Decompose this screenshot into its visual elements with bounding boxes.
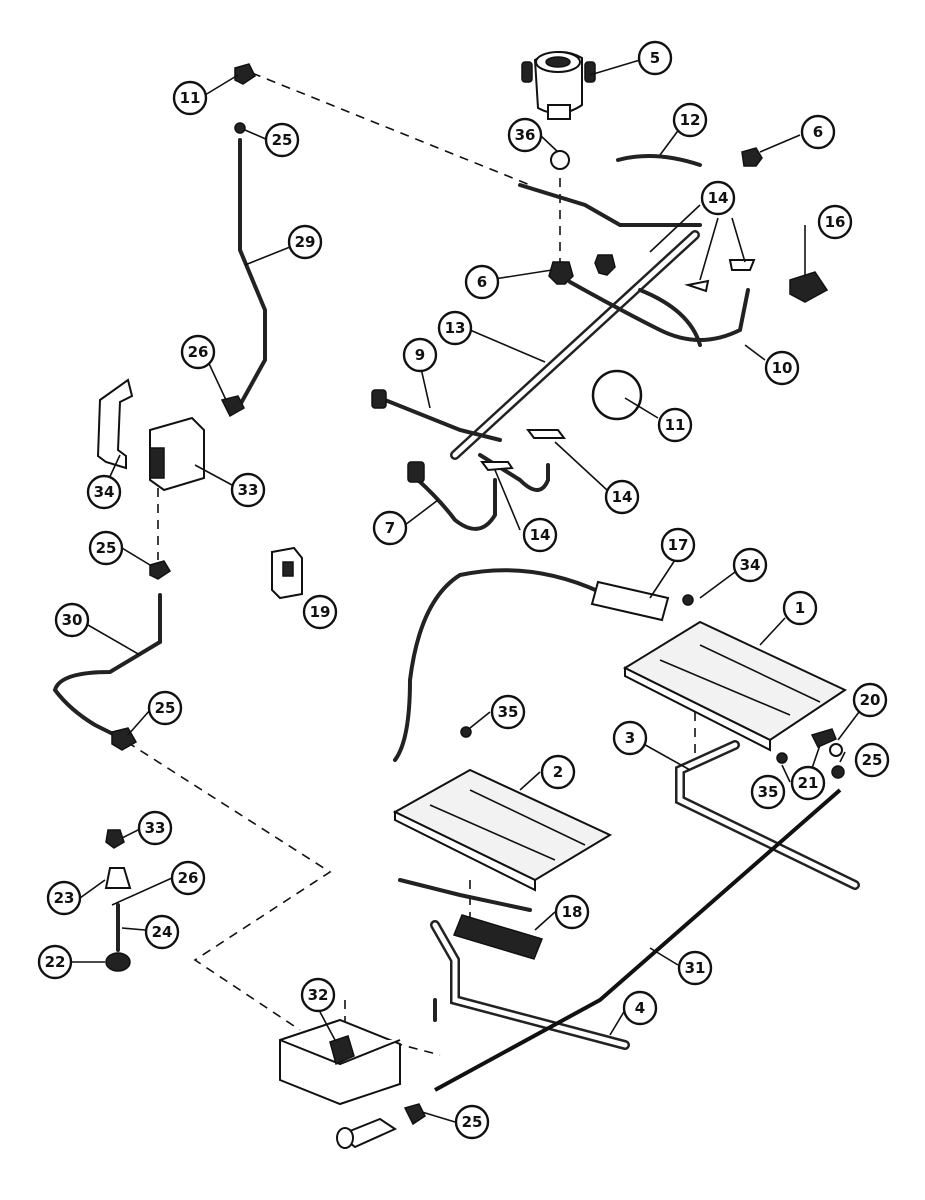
- callout-20: 20: [852, 682, 888, 718]
- callout-34: 34: [732, 547, 768, 583]
- callout-label: 19: [310, 603, 331, 621]
- callout-2: 2: [540, 754, 576, 790]
- callout-label: 29: [295, 233, 316, 251]
- callout-14: 14: [604, 479, 640, 515]
- callout-label: 20: [860, 691, 881, 709]
- callout-label: 25: [862, 751, 883, 769]
- callout-19: 19: [302, 594, 338, 630]
- assembly-guide-lines: [126, 72, 696, 1056]
- callout-5: 5: [637, 40, 673, 76]
- callout-3: 3: [612, 720, 648, 756]
- callout-label: 6: [813, 123, 823, 141]
- callout-26: 26: [170, 860, 206, 896]
- callout-label: 34: [740, 556, 761, 574]
- burner-assembly: [279, 568, 860, 1149]
- callout-label: 4: [635, 999, 645, 1017]
- callout-14: 14: [522, 517, 558, 553]
- callout-6: 6: [800, 114, 836, 150]
- callout-label: 3: [625, 729, 635, 747]
- callout-label: 9: [415, 346, 425, 364]
- callout-label: 36: [515, 126, 536, 144]
- callout-18: 18: [554, 894, 590, 930]
- callout-28: 30: [54, 602, 90, 638]
- callout-label: 6: [477, 273, 487, 291]
- callout-label: 33: [145, 819, 166, 837]
- callout-label: 11: [665, 416, 686, 434]
- callout-label: 26: [178, 869, 199, 887]
- callout-25: 25: [854, 742, 890, 778]
- left-components: [52, 122, 303, 972]
- callout-label: 35: [758, 783, 779, 801]
- callout-21: 21: [790, 765, 826, 801]
- callout-29: 31: [677, 950, 713, 986]
- callout-label: 11: [180, 89, 201, 107]
- callout-14: 14: [700, 180, 736, 216]
- callout-label: 25: [155, 699, 176, 717]
- manifold-assembly: [234, 51, 829, 531]
- callout-25: 25: [88, 530, 124, 566]
- callout-label: 1: [795, 599, 805, 617]
- leader-lines: [72, 59, 869, 1123]
- callout-17: 17: [660, 527, 696, 563]
- callout-label: 16: [825, 213, 846, 231]
- callout-label: 14: [612, 488, 633, 506]
- callout-label: 18: [562, 903, 583, 921]
- callout-label: 25: [462, 1113, 483, 1131]
- callout-label: 24: [152, 923, 173, 941]
- callout-11: 11: [657, 407, 693, 443]
- callout-10: 10: [764, 350, 800, 386]
- callout-label: 7: [385, 519, 395, 537]
- callout-36: 36: [507, 117, 543, 153]
- callout-4: 4: [622, 990, 658, 1026]
- callout-9: 9: [402, 337, 438, 373]
- callout-27: 29: [287, 224, 323, 260]
- callout-33: 34: [86, 474, 122, 510]
- callout-31: 33: [137, 810, 173, 846]
- callout-13: 13: [437, 310, 473, 346]
- callout-label: 12: [680, 111, 701, 129]
- callout-label: 25: [272, 131, 293, 149]
- callout-label: 13: [445, 319, 466, 337]
- callout-label: 35: [498, 703, 519, 721]
- callout-label: 33: [238, 481, 259, 499]
- callout-label: 14: [708, 189, 729, 207]
- callout-label: 5: [650, 49, 660, 67]
- callout-12: 12: [672, 102, 708, 138]
- callout-32: 33: [230, 472, 266, 508]
- callout-34: 35: [490, 694, 526, 730]
- callout-24: 24: [144, 914, 180, 950]
- callout-25: 25: [147, 690, 183, 726]
- callout-label: 25: [96, 539, 117, 557]
- callout-7: 7: [372, 510, 408, 546]
- callout-label: 23: [54, 889, 75, 907]
- callout-label: 30: [62, 611, 83, 629]
- callout-label: 2: [553, 763, 563, 781]
- callout-23: 23: [46, 880, 82, 916]
- callout-label: 22: [45, 953, 66, 971]
- callout-22: 22: [37, 944, 73, 980]
- callout-label: 26: [188, 343, 209, 361]
- callout-label: 14: [530, 526, 551, 544]
- callout-35: 35: [750, 774, 786, 810]
- callouts: 11 25 29 26 34 33 25 19 30 25 36 5 12 6 …: [37, 40, 890, 1140]
- callout-label: 10: [772, 359, 793, 377]
- callout-25: 25: [264, 122, 300, 158]
- callout-label: 21: [798, 774, 819, 792]
- callout-6: 6: [464, 264, 500, 300]
- callout-label: 32: [308, 986, 329, 1004]
- callout-label: 17: [668, 536, 689, 554]
- callout-label: 31: [685, 959, 706, 977]
- callout-26: 26: [180, 334, 216, 370]
- callout-30: 32: [300, 977, 336, 1013]
- callout-label: 34: [94, 483, 115, 501]
- callout-25: 25: [454, 1104, 490, 1140]
- callout-16: 16: [817, 204, 853, 240]
- callout-15: 11: [172, 80, 208, 116]
- callout-1: 1: [782, 590, 818, 626]
